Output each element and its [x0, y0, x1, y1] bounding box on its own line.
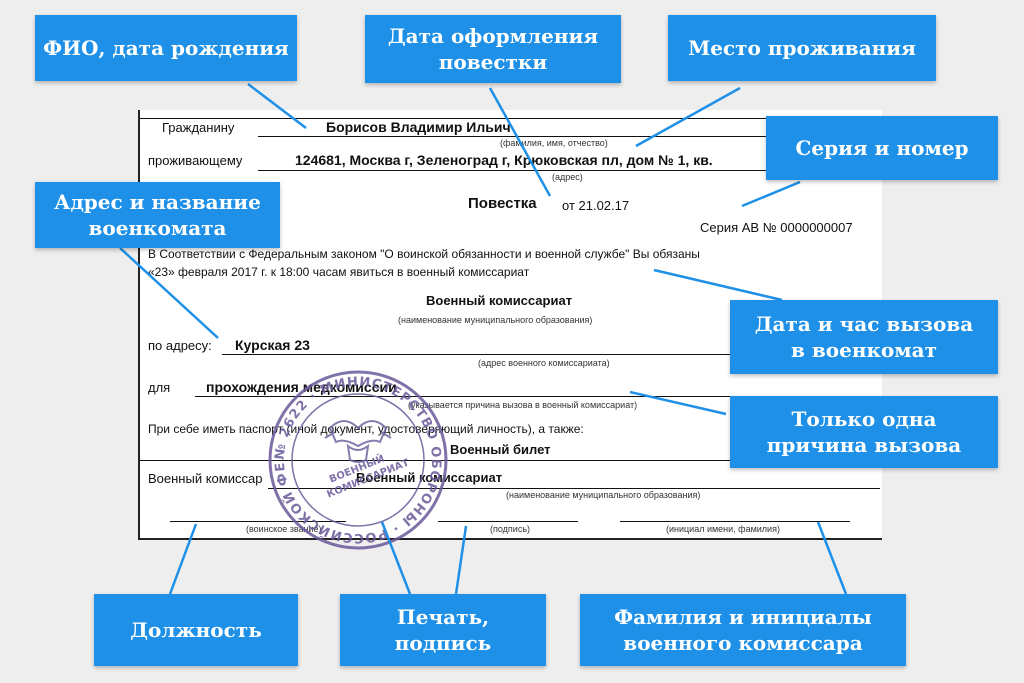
- reason-line: [195, 396, 880, 397]
- commissar-hint: (наименование муниципального образования…: [506, 490, 701, 500]
- law-text-1: В Соответствии с Федеральным законом "О …: [148, 247, 700, 261]
- bring-text: При себе иметь паспорт (иной документ, у…: [148, 422, 584, 436]
- rank-line: [170, 521, 346, 522]
- commissar-value: Военный комиссариат: [356, 470, 503, 485]
- address-line: [258, 170, 880, 171]
- citizen-hint: (фамилия, имя, отчество): [500, 138, 608, 148]
- residing-label: проживающему: [148, 153, 243, 168]
- commissariat-name: Военный комиссариат: [426, 293, 573, 308]
- commissariat-hint: (наименование муниципального образования…: [398, 315, 593, 325]
- callout-position: Должность: [94, 594, 298, 666]
- callout-stamp-sign: Печать, подпись: [340, 594, 546, 666]
- reason-value: прохождения медкомиссии: [206, 379, 397, 395]
- address-value: 124681, Москва г, Зеленоград г, Крюковск…: [295, 152, 713, 168]
- at-address-value: Курская 23: [235, 337, 310, 353]
- rank-hint: (воинское звание): [246, 524, 322, 534]
- at-address-hint: (адрес военного комиссариата): [478, 358, 610, 368]
- callout-commissar-name: Фамилия и инициалы военного комиссара: [580, 594, 906, 666]
- citizen-label: Гражданину: [162, 120, 235, 135]
- initials-line: [620, 521, 850, 522]
- citizen-line: [258, 136, 880, 137]
- law-text-2: «23» февраля 2017 г. к 18:00 часам явить…: [148, 265, 530, 279]
- initials-hint: (инициал имени, фамилия): [666, 524, 780, 534]
- sign-hint: (подпись): [490, 524, 531, 534]
- callout-one-reason: Только одна причина вызова: [730, 396, 998, 468]
- bring-line: [140, 460, 880, 461]
- address-hint: (адрес): [552, 172, 583, 182]
- callout-fio: ФИО, дата рождения: [35, 15, 297, 81]
- sign-line: [438, 521, 578, 522]
- bring-item: Военный билет: [450, 442, 551, 457]
- at-address-line: [222, 354, 880, 355]
- for-label: для: [148, 380, 171, 395]
- commissar-label: Военный комиссар: [148, 471, 263, 486]
- summons-date: от 21.02.17: [562, 198, 630, 213]
- callout-residence: Место проживания: [668, 15, 936, 81]
- callout-date-time: Дата и час вызова в военкомат: [730, 300, 998, 374]
- callout-series: Серия и номер: [766, 116, 998, 180]
- reason-hint: (указывается причина вызова в военный ко…: [408, 400, 638, 410]
- series-number: Серия АВ № 0000000007: [700, 220, 853, 235]
- citizen-name: Борисов Владимир Ильич: [326, 119, 511, 135]
- commissar-line: [268, 488, 880, 489]
- summons-title: Повестка: [468, 195, 537, 212]
- callout-address-name: Адрес и название военкомата: [35, 182, 280, 248]
- callout-date-issue: Дата оформления повестки: [365, 15, 621, 83]
- at-address-label: по адресу:: [148, 338, 212, 353]
